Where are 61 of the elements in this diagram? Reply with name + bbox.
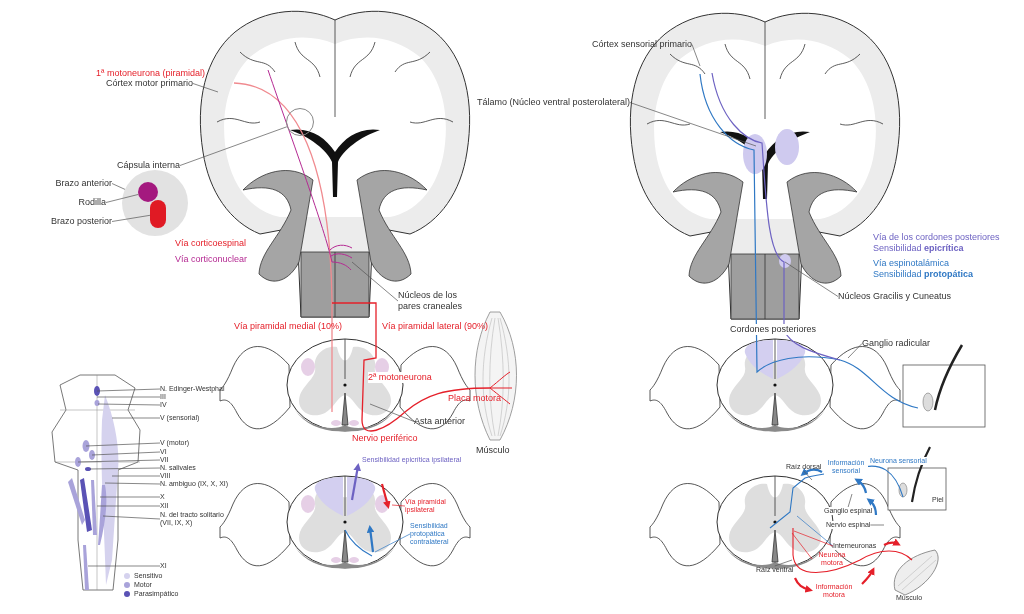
- leader-line: [691, 44, 701, 67]
- leader-line: [77, 459, 161, 463]
- annotation-label: Músculo: [476, 445, 510, 456]
- leader-line: [97, 403, 161, 406]
- leader-line: [784, 261, 839, 297]
- annotation-label: Nervio periférico: [352, 433, 418, 444]
- leader-line: [803, 470, 813, 481]
- leader-line: [96, 396, 161, 398]
- anatomy-label: Asta anterior: [414, 416, 466, 427]
- leader-line: [391, 504, 406, 507]
- annotation-label: Vía de los cordones posteriores: [873, 232, 1000, 243]
- annotation-label: Cordones posteriores: [730, 324, 817, 335]
- leader-line: [374, 533, 411, 553]
- annotation-label: Vía piramidal medial (10%): [234, 321, 343, 332]
- anatomy-region: [138, 182, 158, 202]
- leader-line: [85, 442, 161, 447]
- anatomy-label: Córtex sensorial primario: [591, 39, 692, 50]
- leader-line: [793, 530, 834, 547]
- annotation-label: Sensibilidad protopática: [873, 269, 974, 280]
- leader-line: [796, 515, 834, 547]
- leader-line: [847, 493, 853, 508]
- anatomy-region: [150, 200, 166, 228]
- anatomy-label: Rodilla: [78, 197, 106, 208]
- leader-line: [111, 214, 151, 222]
- annotation-label: Vía espinotalámica: [873, 258, 950, 269]
- leader-line: [96, 388, 161, 392]
- anatomy-label: Tálamo (Núcleo ventral posterolateral): [476, 97, 630, 108]
- leader-line: [111, 475, 161, 477]
- leader-line: [96, 505, 161, 507]
- anatomy-label: Ganglio radicular: [862, 338, 931, 349]
- leader-line: [179, 126, 288, 166]
- leader-line: [91, 451, 161, 456]
- leader-line: [847, 343, 863, 359]
- leader-line: [111, 417, 161, 419]
- leader-line: [87, 565, 161, 567]
- leader-line: [105, 194, 139, 203]
- leader-line: [89, 467, 161, 470]
- anatomy-label: Brazo posterior: [50, 216, 112, 227]
- anatomy-label: Brazo anterior: [55, 178, 112, 189]
- leader-line: [111, 183, 126, 190]
- leader-line: [369, 403, 415, 422]
- leader-line: [629, 102, 757, 147]
- leader-line: [791, 532, 813, 560]
- leader-line: [102, 515, 161, 520]
- anatomy-label: Núcleos de los pares craneales: [398, 290, 478, 312]
- leader-line: [99, 496, 161, 498]
- anatomy-label: Córtex motor primario: [105, 78, 193, 89]
- leader-line: [351, 261, 399, 302]
- annotation-label: Sensibilidad epicrítica: [873, 243, 964, 254]
- annotation-label: Vía piramidal lateral (90%): [382, 321, 489, 332]
- leader-line: [870, 524, 885, 526]
- leader-line: [774, 559, 793, 567]
- anatomy-label: Núcleos Gracilis y Cuneatus: [838, 291, 952, 302]
- annotation-label: 1ª motoneurona (piramidal): [96, 68, 205, 79]
- annotation-label: Vía corticonuclear: [175, 254, 248, 265]
- anatomy-label: Cápsula interna: [116, 160, 180, 171]
- leader-line: [104, 482, 161, 485]
- annotation-label: Vía corticoespinal: [175, 238, 247, 249]
- annotation-label: Placa motora: [448, 393, 502, 404]
- leader-line: [192, 83, 219, 93]
- annotation-label: 2ª motoneurona: [368, 372, 432, 383]
